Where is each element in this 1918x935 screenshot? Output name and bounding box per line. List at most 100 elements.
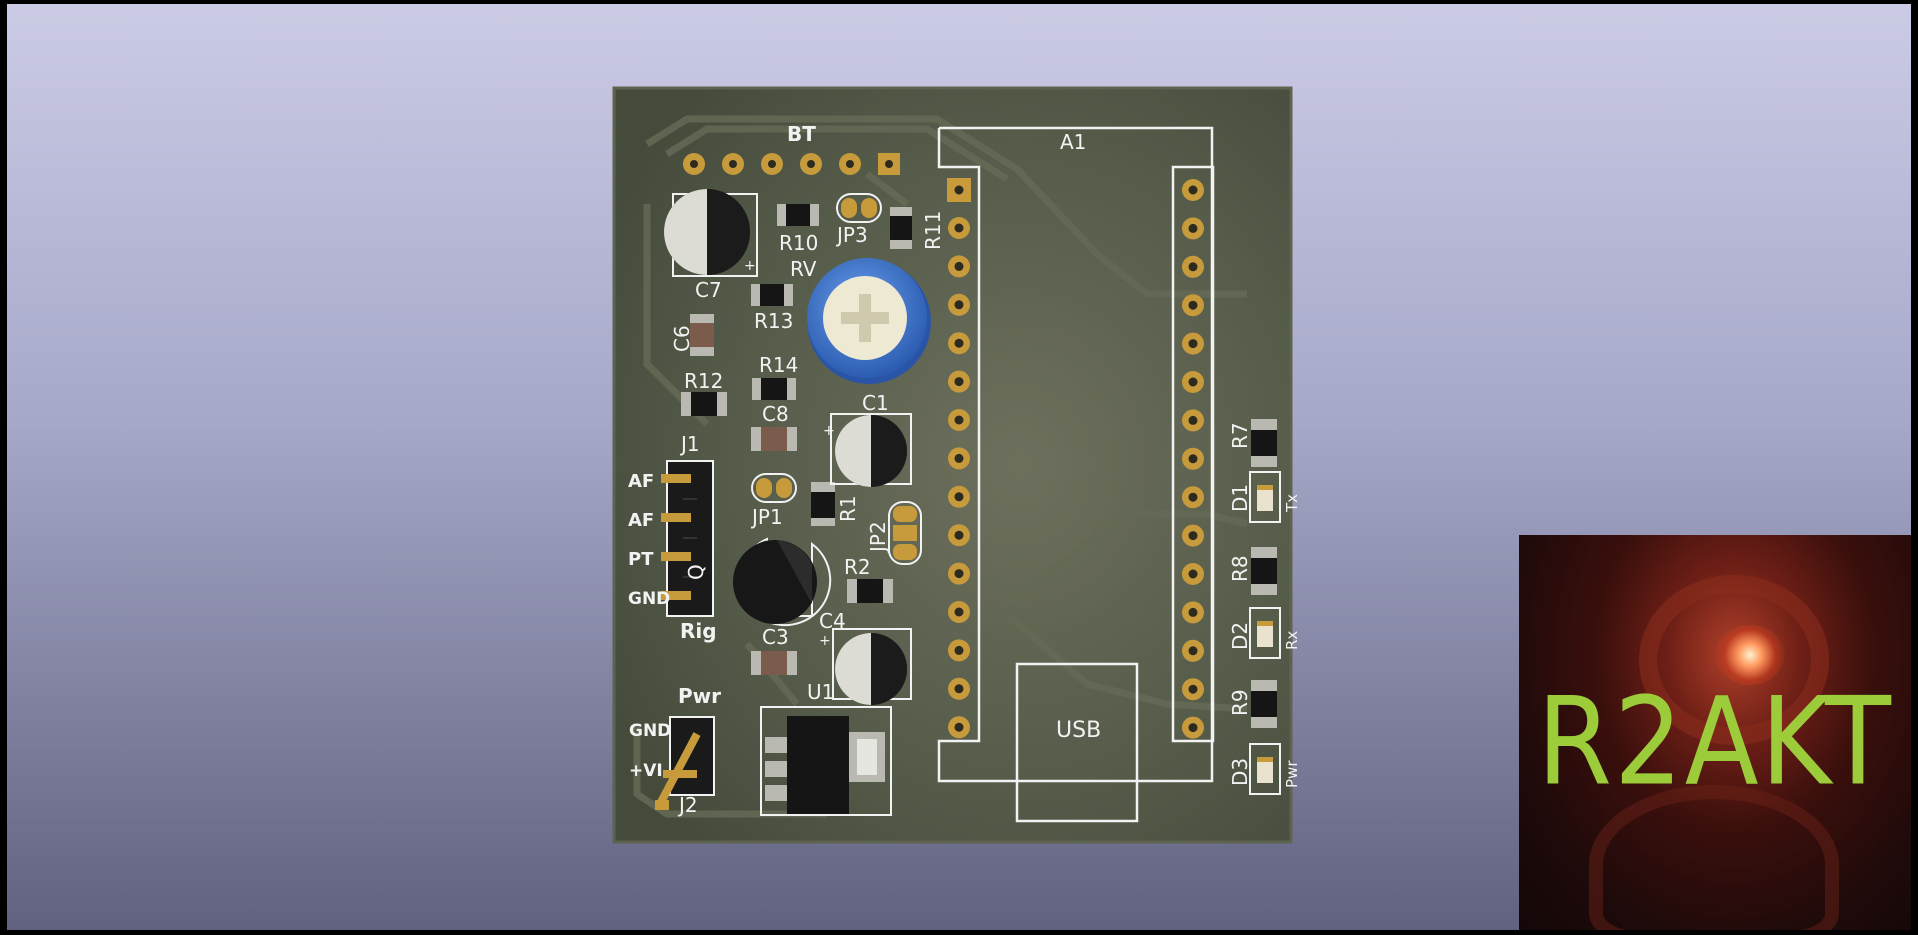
cap-c4 <box>832 628 912 705</box>
a1-pin-hole <box>954 377 964 387</box>
label-pwr: Pwr <box>678 684 721 708</box>
label-r14: R14 <box>759 353 798 377</box>
a1-pin-hole <box>1188 723 1198 733</box>
label-tx: Tx <box>1283 494 1301 513</box>
trimmer-rv1 <box>807 258 931 384</box>
label-rv: RV <box>790 257 817 281</box>
label-r1: R1 <box>836 495 860 522</box>
a1-module-outline <box>937 126 1215 823</box>
label-pt: PT <box>628 549 654 570</box>
a1-pin-hole <box>1188 339 1198 349</box>
r7 <box>1251 419 1277 467</box>
a1-pin-hole <box>954 722 964 732</box>
a1-pin-hole <box>954 415 964 425</box>
jp3 <box>836 193 882 223</box>
a1-pin-hole <box>1188 415 1198 425</box>
a1-pin-hole <box>1188 492 1198 502</box>
a1-pin-hole <box>954 338 964 348</box>
label-pwr-led: Pwr <box>1283 760 1301 788</box>
label-r8: R8 <box>1228 555 1252 582</box>
header-j1 <box>661 460 714 617</box>
a1-pin-hole <box>954 645 964 655</box>
label-vin: +VI <box>629 761 663 781</box>
a1-pin-hole <box>1188 300 1198 310</box>
a1-pin-hole <box>1188 569 1198 579</box>
label-af1: AF <box>628 471 654 492</box>
label-rig: Rig <box>680 619 717 643</box>
label-c7: C7 <box>695 278 722 302</box>
a1-pin-hole <box>1188 223 1198 233</box>
a1-pin-hole <box>954 453 964 463</box>
a1-pin-hole <box>954 607 964 617</box>
r13 <box>751 284 793 306</box>
c8 <box>751 427 797 451</box>
a1-pin-hole <box>1188 185 1198 195</box>
label-d2: D2 <box>1228 622 1252 650</box>
label-jp3: JP3 <box>835 223 868 247</box>
a1-pin-hole <box>1188 377 1198 387</box>
r11 <box>890 207 912 249</box>
a1-left-pins <box>947 178 971 739</box>
jp1 <box>751 473 797 503</box>
jp2 <box>888 501 922 565</box>
label-jp1: JP1 <box>750 505 783 529</box>
pcb-render: BT A1 R10 JP3 R11 RV C7 R13 C6 R12 R14 C… <box>612 86 1301 844</box>
label-c6: C6 <box>670 325 694 352</box>
label-bt: BT <box>787 122 816 146</box>
label-r11: R11 <box>921 211 945 250</box>
plus-mark: + <box>823 423 835 439</box>
bt-pad <box>722 153 744 175</box>
r1 <box>811 482 835 526</box>
a1-pin-hole <box>954 530 964 540</box>
a1-pin-hole <box>954 261 964 271</box>
bt-pad <box>839 153 861 175</box>
label-r13: R13 <box>754 309 793 333</box>
label-usb: USB <box>1056 718 1101 743</box>
regulator-u1 <box>760 706 892 816</box>
bt-pad <box>800 153 822 175</box>
a1-pin-hole <box>954 492 964 502</box>
bt-header <box>683 153 900 175</box>
copper-traces <box>633 115 1248 818</box>
a1-pin-hole <box>1188 607 1198 617</box>
label-r2: R2 <box>844 555 871 579</box>
jumpers <box>751 193 922 565</box>
label-u1: U1 <box>807 680 834 704</box>
plus-mark: + <box>744 258 756 274</box>
a1-pin-hole <box>1188 531 1198 541</box>
led-d2 <box>1249 607 1281 659</box>
label-r10: R10 <box>779 231 818 255</box>
label-c4: C4 <box>819 609 846 633</box>
a1-right-pins <box>1182 179 1204 739</box>
label-d3: D3 <box>1228 758 1252 786</box>
a1-pin-hole <box>954 185 964 195</box>
led-d1 <box>1249 471 1281 523</box>
cap-c1 <box>830 413 912 487</box>
label-c3: C3 <box>762 625 789 649</box>
label-r12: R12 <box>684 369 723 393</box>
leds <box>1249 471 1281 795</box>
label-gnd2: GND <box>629 721 671 741</box>
label-a1: A1 <box>1060 130 1086 154</box>
a1-pin-hole <box>1188 684 1198 694</box>
logo-text: R2AKT <box>1536 672 1894 813</box>
label-gnd1: GND <box>628 589 670 609</box>
r2 <box>847 579 893 603</box>
a1-pin-hole <box>954 569 964 579</box>
bt-pad <box>761 153 783 175</box>
plus-mark: + <box>819 633 831 649</box>
label-c1: C1 <box>862 391 889 415</box>
label-q: Q <box>684 564 708 580</box>
a1-pin-hole <box>954 300 964 310</box>
led-d3 <box>1249 743 1281 795</box>
r12 <box>681 392 727 416</box>
c6 <box>690 314 714 356</box>
silkscreen-labels: BT A1 R10 JP3 R11 RV C7 R13 C6 R12 R14 C… <box>628 122 1301 817</box>
label-c8: C8 <box>762 402 789 426</box>
3d-viewer-viewport[interactable]: BT A1 R10 JP3 R11 RV C7 R13 C6 R12 R14 C… <box>7 4 1911 930</box>
a1-pin-hole <box>1188 262 1198 272</box>
bt-pad <box>683 153 705 175</box>
r14 <box>752 378 796 400</box>
c3 <box>751 651 797 675</box>
r10 <box>777 204 819 226</box>
